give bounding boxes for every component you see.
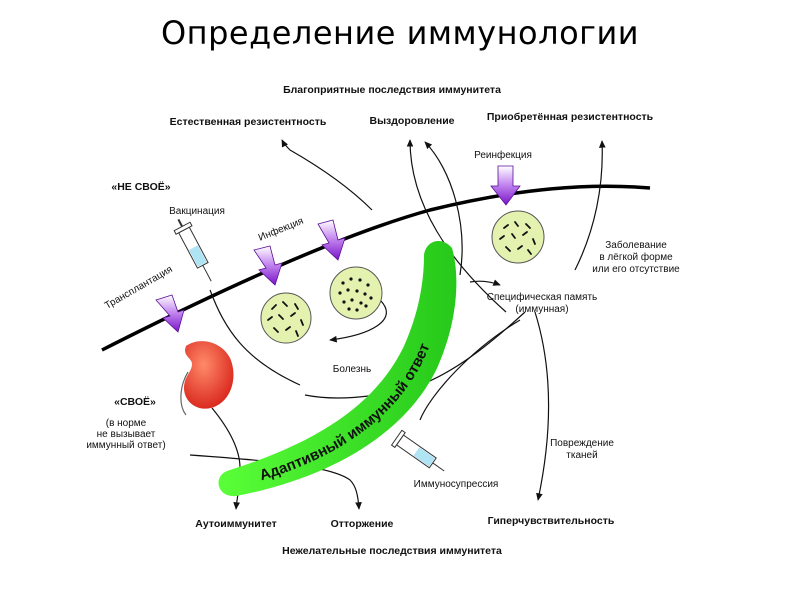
vaccination-syringe-icon [173, 218, 212, 282]
reinfection-arrow-icon [490, 165, 521, 206]
arrow-to-recovery [424, 141, 463, 276]
arrow-memory-down [419, 319, 521, 421]
infection-arrow-1-icon [253, 245, 283, 286]
transplantation-arrow-icon [155, 294, 185, 333]
virus-cell-icon [329, 266, 383, 320]
arrow-vaccination-flow [209, 289, 301, 386]
arrow-to-disease [329, 299, 387, 343]
memory-label-line-2: (иммунная) [515, 304, 568, 315]
vaccination-label: Вакцинация [169, 206, 225, 217]
kidney-icon [184, 341, 234, 409]
reinfection-cell-icon [491, 210, 545, 264]
self-label: «СВОЁ» [114, 395, 156, 408]
disease-label: Болезнь [333, 364, 371, 375]
hypersensitivity-label: Гиперчувствительность [488, 515, 615, 527]
tissue-damage-line-1: Повреждение [550, 438, 614, 449]
ureter-icon [180, 371, 189, 416]
infection-label: Инфекция [257, 215, 306, 244]
rejection-label: Отторжение [331, 518, 394, 530]
tissue-damage-line-2: тканей [566, 450, 597, 461]
autoimmunity-label: Аутоиммунитет [195, 518, 276, 530]
reinfection-label: Реинфекция [474, 149, 532, 161]
acquired-resistance-label: Приобретённая резистентность [487, 111, 654, 123]
self-note-line-1: (в норме [106, 418, 147, 429]
arrow-to-hypersensitivity [534, 311, 550, 501]
self-note-line-2: не вызывает [97, 429, 156, 440]
arrow-to-acquired-resistance [574, 140, 606, 271]
self-note-line-3: иммунный ответ) [86, 440, 165, 451]
immunosuppression-syringe-icon [390, 429, 445, 472]
mild-disease-line-3: или его отсутствие [592, 264, 680, 275]
not-self-label: «НЕ СВОЁ» [111, 180, 170, 193]
natural-resistance-label: Естественная резистентность [170, 116, 327, 128]
recovery-label: Выздоровление [370, 115, 455, 127]
memory-label-line-1: Специфическая память [487, 291, 598, 303]
adaptive-immune-response-band [218, 240, 457, 497]
unfavorable-consequences-heading: Нежелательные последствия иммунитета [282, 545, 502, 557]
immunosuppression-label: Иммуносупрессия [414, 479, 499, 490]
arrow-to-memory [469, 279, 501, 286]
mild-disease-line-2: в лёгкой форме [599, 251, 673, 263]
arrow-memory-to-recovery [406, 139, 507, 313]
self-nonself-boundary [101, 184, 651, 352]
arrow-to-natural-resistance [281, 139, 373, 211]
favorable-consequences-heading: Благоприятные последствия иммунитета [283, 84, 501, 96]
infection-arrow-2-icon [317, 219, 346, 261]
mild-disease-line-1: Заболевание [605, 239, 667, 251]
page-title: Определение иммунологии [160, 14, 640, 52]
infected-cell-icon [260, 292, 312, 344]
arrow-to-rejection [189, 454, 362, 510]
